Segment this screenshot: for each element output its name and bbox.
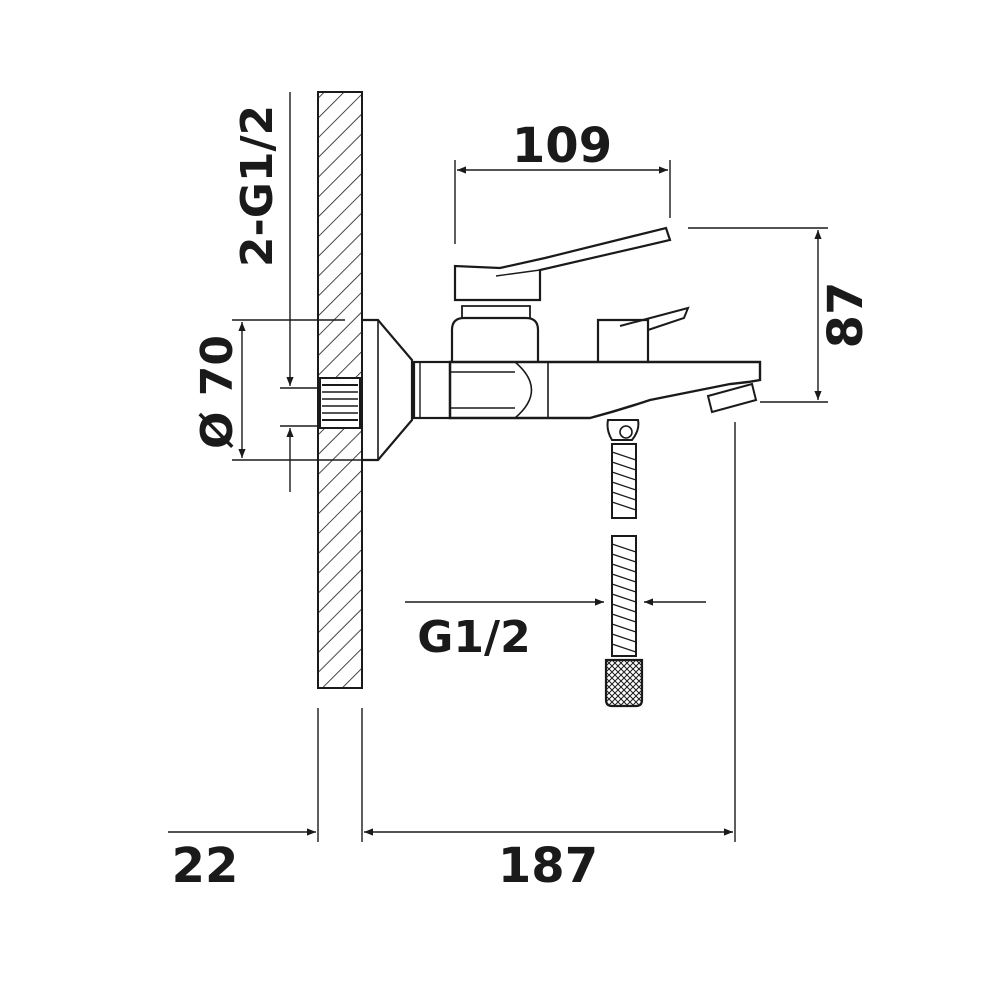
diverter-knob bbox=[596, 306, 690, 362]
faucet-body bbox=[448, 360, 762, 420]
wall-flange bbox=[362, 318, 414, 462]
dimension-flange-diameter-label: Ø 70 bbox=[192, 335, 243, 449]
dimension-87-label: 87 bbox=[818, 282, 874, 349]
mixer-lever-handle bbox=[453, 226, 672, 302]
dimension-187-label: 187 bbox=[498, 838, 598, 894]
mixer-cartridge bbox=[450, 305, 540, 362]
dimension-inlet-thread: 2-G1/2 bbox=[232, 92, 318, 492]
dimension-inlet-thread-label: 2-G1/2 bbox=[232, 105, 283, 267]
inlet-thread-fitting bbox=[322, 384, 358, 421]
dimension-109: 109 bbox=[454, 118, 671, 244]
dimension-22: 22 bbox=[168, 708, 363, 894]
eccentric-connector bbox=[412, 360, 452, 420]
dimension-hose-thread-label: G1/2 bbox=[417, 612, 530, 663]
dimension-187: 187 bbox=[364, 422, 736, 894]
wall-section bbox=[317, 91, 363, 689]
dimension-flange-diameter: Ø 70 bbox=[192, 319, 362, 461]
shower-hose bbox=[604, 419, 644, 708]
dimension-22-label: 22 bbox=[172, 838, 239, 894]
dimension-87: 87 bbox=[688, 227, 874, 403]
dimension-109-label: 109 bbox=[512, 118, 612, 174]
dimension-hose-thread: G1/2 bbox=[405, 598, 706, 663]
